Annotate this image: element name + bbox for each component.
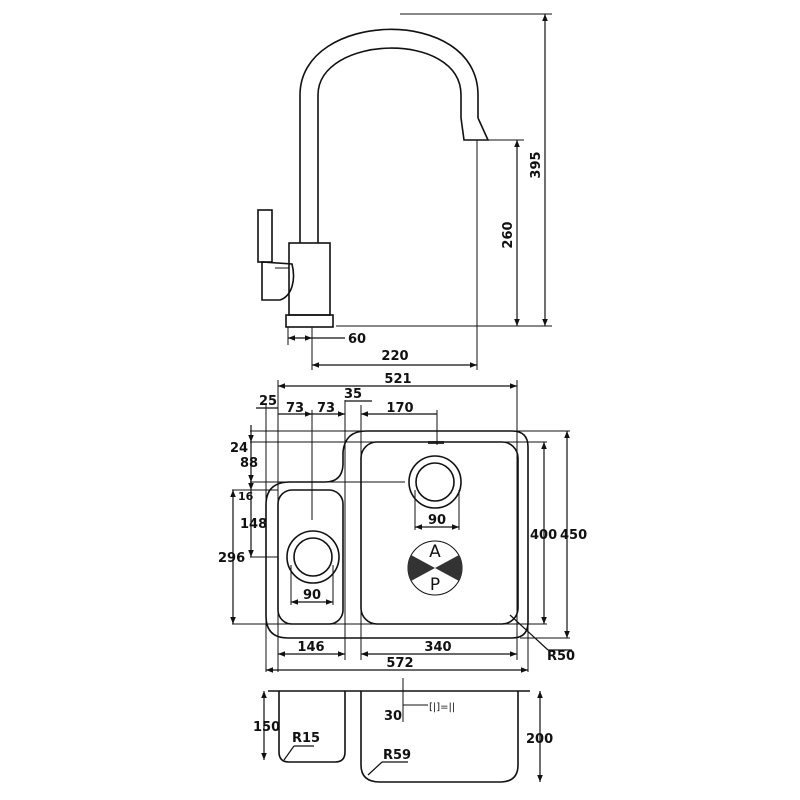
- dim-450: 450: [560, 528, 587, 543]
- faucet-spout: [299, 28, 479, 243]
- faucet-dimensions: 395 260 60 220: [287, 13, 552, 370]
- dim-16: 16: [238, 490, 254, 503]
- dim-60: 60: [348, 332, 366, 347]
- dim-35: 35: [344, 387, 362, 402]
- dim-220: 220: [381, 349, 408, 364]
- dim-395: 395: [529, 151, 544, 178]
- logo-letter-a: A: [429, 542, 441, 562]
- faucet-body: [288, 242, 331, 316]
- dim-400: 400: [530, 528, 557, 543]
- dim-small-drain-90: 90: [303, 588, 321, 603]
- dim-148: 148: [240, 517, 267, 532]
- faucet-lever-joint: [261, 261, 295, 301]
- large-bowl-section: [360, 691, 519, 783]
- dim-r50: R50: [547, 649, 575, 664]
- dim-73-right: 73: [317, 401, 335, 416]
- dim-r15: R15: [292, 731, 320, 746]
- dim-150: 150: [253, 720, 280, 735]
- dim-170: 170: [386, 401, 413, 416]
- dim-521: 521: [384, 372, 411, 387]
- dim-24: 24: [230, 441, 248, 456]
- dim-large-drain-90: 90: [428, 513, 446, 528]
- overflow-fitting-icon: [|]=||: [429, 702, 455, 713]
- dim-200: 200: [526, 732, 553, 747]
- dim-260: 260: [501, 221, 516, 248]
- dim-25: 25: [259, 394, 277, 409]
- small-bowl-section: [278, 691, 346, 763]
- large-drain-outer: [408, 455, 462, 509]
- sink-plan-view: A P: [265, 430, 529, 639]
- large-drain-inner: [415, 462, 455, 502]
- dim-73-left: 73: [286, 401, 304, 416]
- sink-outer-outline: [265, 430, 529, 639]
- ap-logo: A P: [407, 540, 463, 596]
- dim-88: 88: [240, 456, 258, 471]
- faucet-elevation: [257, 28, 490, 328]
- large-bowl: [360, 441, 519, 625]
- sink-section-view: [|]=|| 30 150 R15 R59 200: [253, 678, 553, 783]
- faucet-lever: [257, 209, 273, 263]
- dim-30: 30: [384, 709, 402, 724]
- small-drain-outer: [286, 530, 340, 584]
- faucet-base: [285, 314, 334, 328]
- faucet-spout-tip: [460, 117, 490, 141]
- dim-296: 296: [218, 551, 245, 566]
- small-drain-inner: [293, 537, 333, 577]
- dim-340: 340: [424, 640, 451, 655]
- dim-146: 146: [297, 640, 324, 655]
- dim-r59: R59: [383, 748, 411, 763]
- plan-dimensions: 521 25 73 73 35 170 24 88 16 148 296 90: [218, 372, 587, 673]
- dim-572: 572: [386, 656, 413, 671]
- logo-letter-p: P: [430, 575, 440, 595]
